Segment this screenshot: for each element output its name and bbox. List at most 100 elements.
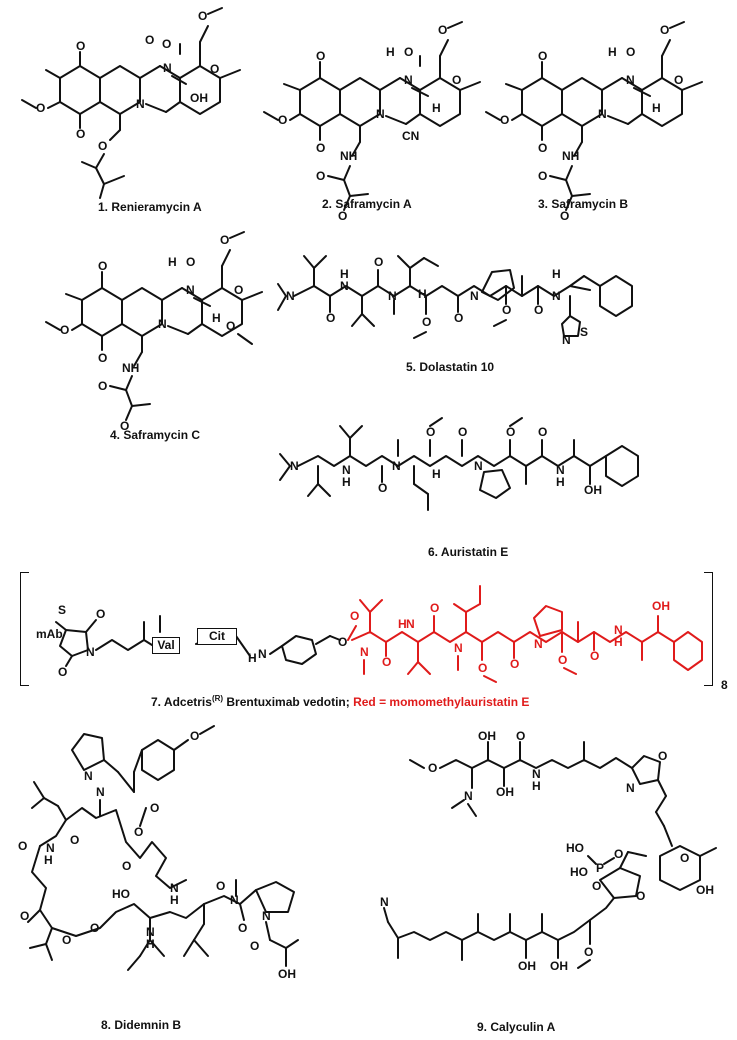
svg-text:N: N bbox=[286, 289, 295, 303]
svg-text:O: O bbox=[150, 801, 159, 815]
svg-text:O: O bbox=[584, 945, 593, 959]
svg-text:O: O bbox=[278, 113, 287, 127]
svg-text:O: O bbox=[426, 425, 435, 439]
svg-text:O: O bbox=[538, 141, 547, 155]
svg-text:H: H bbox=[170, 893, 179, 907]
svg-text:N: N bbox=[626, 73, 635, 87]
svg-text:N: N bbox=[406, 617, 415, 631]
svg-text:O: O bbox=[430, 601, 439, 615]
drug-antibody-ratio: 8 bbox=[721, 678, 728, 692]
svg-text:O: O bbox=[36, 101, 45, 115]
svg-text:O: O bbox=[350, 609, 359, 623]
svg-text:H: H bbox=[532, 779, 541, 793]
svg-text:H: H bbox=[340, 267, 349, 281]
svg-text:O: O bbox=[558, 653, 567, 667]
svg-text:OH: OH bbox=[278, 967, 296, 981]
svg-text:H: H bbox=[552, 267, 561, 281]
svg-text:N: N bbox=[360, 645, 369, 659]
svg-text:O: O bbox=[60, 323, 69, 337]
svg-text:O: O bbox=[316, 141, 325, 155]
svg-text:N: N bbox=[532, 767, 541, 781]
svg-text:O: O bbox=[70, 833, 79, 847]
svg-text:O: O bbox=[316, 169, 325, 183]
svg-text:O: O bbox=[438, 23, 447, 37]
svg-text:N: N bbox=[380, 895, 389, 909]
svg-text:N: N bbox=[562, 333, 571, 347]
svg-text:H: H bbox=[432, 101, 441, 115]
svg-text:O: O bbox=[534, 303, 543, 317]
svg-text:H: H bbox=[386, 45, 395, 59]
svg-text:O: O bbox=[560, 209, 569, 223]
svg-text:O: O bbox=[98, 351, 107, 365]
svg-text:O: O bbox=[98, 139, 107, 153]
svg-text:O: O bbox=[636, 889, 645, 903]
svg-text:N: N bbox=[342, 463, 351, 477]
svg-text:O: O bbox=[382, 655, 391, 669]
svg-text:O: O bbox=[58, 665, 67, 679]
svg-text:OH: OH bbox=[652, 599, 670, 613]
svg-text:O: O bbox=[326, 311, 335, 325]
svg-text:O: O bbox=[404, 45, 413, 59]
svg-text:N: N bbox=[454, 641, 463, 655]
svg-text:O: O bbox=[90, 921, 99, 935]
svg-text:OH: OH bbox=[584, 483, 602, 497]
svg-text:N: N bbox=[258, 647, 267, 661]
svg-text:O: O bbox=[516, 729, 525, 743]
svg-text:O: O bbox=[590, 649, 599, 663]
svg-text:N: N bbox=[230, 893, 239, 907]
svg-text:O: O bbox=[76, 127, 85, 141]
svg-text:O: O bbox=[62, 933, 71, 947]
svg-text:HO: HO bbox=[570, 865, 588, 879]
citrulline-box: Cit bbox=[197, 628, 237, 645]
svg-text:NH: NH bbox=[122, 361, 139, 375]
svg-text:N: N bbox=[552, 289, 561, 303]
caption-compound-5: 5. Dolastatin 10 bbox=[406, 360, 495, 374]
svg-text:N: N bbox=[534, 637, 543, 651]
svg-text:N: N bbox=[556, 463, 565, 477]
svg-text:N: N bbox=[340, 279, 349, 293]
svg-text:O: O bbox=[378, 481, 387, 495]
svg-text:O: O bbox=[122, 859, 131, 873]
caption-compound-9: 9. Calyculin A bbox=[477, 1020, 556, 1034]
svg-text:O: O bbox=[98, 259, 107, 273]
svg-text:N: N bbox=[290, 459, 299, 473]
svg-text:N: N bbox=[388, 289, 397, 303]
svg-text:N: N bbox=[626, 781, 635, 795]
svg-text:N: N bbox=[96, 785, 105, 799]
svg-text:O: O bbox=[198, 9, 207, 23]
antibody-label: mAb bbox=[36, 627, 63, 641]
svg-text:O: O bbox=[338, 209, 347, 223]
svg-text:H: H bbox=[556, 475, 565, 489]
svg-text:O: O bbox=[316, 49, 325, 63]
svg-text:O: O bbox=[190, 729, 199, 743]
svg-text:H: H bbox=[248, 651, 257, 665]
caption-compound-4: 4. Saframycin C bbox=[110, 428, 201, 442]
svg-text:N: N bbox=[470, 289, 479, 303]
svg-text:HO: HO bbox=[566, 841, 584, 855]
svg-text:O: O bbox=[210, 62, 219, 76]
svg-text:O: O bbox=[220, 233, 229, 247]
right-bracket bbox=[704, 572, 713, 686]
caption-compound-2: 2. Saframycin A bbox=[322, 197, 412, 211]
svg-text:O: O bbox=[18, 839, 27, 853]
svg-text:NH: NH bbox=[340, 149, 357, 163]
svg-text:CN: CN bbox=[402, 129, 419, 143]
svg-text:O: O bbox=[338, 635, 347, 649]
svg-text:H: H bbox=[418, 287, 427, 301]
svg-text:S: S bbox=[580, 325, 588, 339]
caption-compound-3: 3. Saframycin B bbox=[538, 197, 629, 211]
svg-text:O: O bbox=[422, 315, 431, 329]
svg-text:O: O bbox=[374, 255, 383, 269]
svg-text:O: O bbox=[234, 283, 243, 297]
svg-text:OH: OH bbox=[190, 91, 208, 105]
svg-text:OH: OH bbox=[550, 959, 568, 973]
svg-text:H: H bbox=[168, 255, 177, 269]
svg-text:N: N bbox=[46, 841, 55, 855]
svg-text:H: H bbox=[652, 101, 661, 115]
